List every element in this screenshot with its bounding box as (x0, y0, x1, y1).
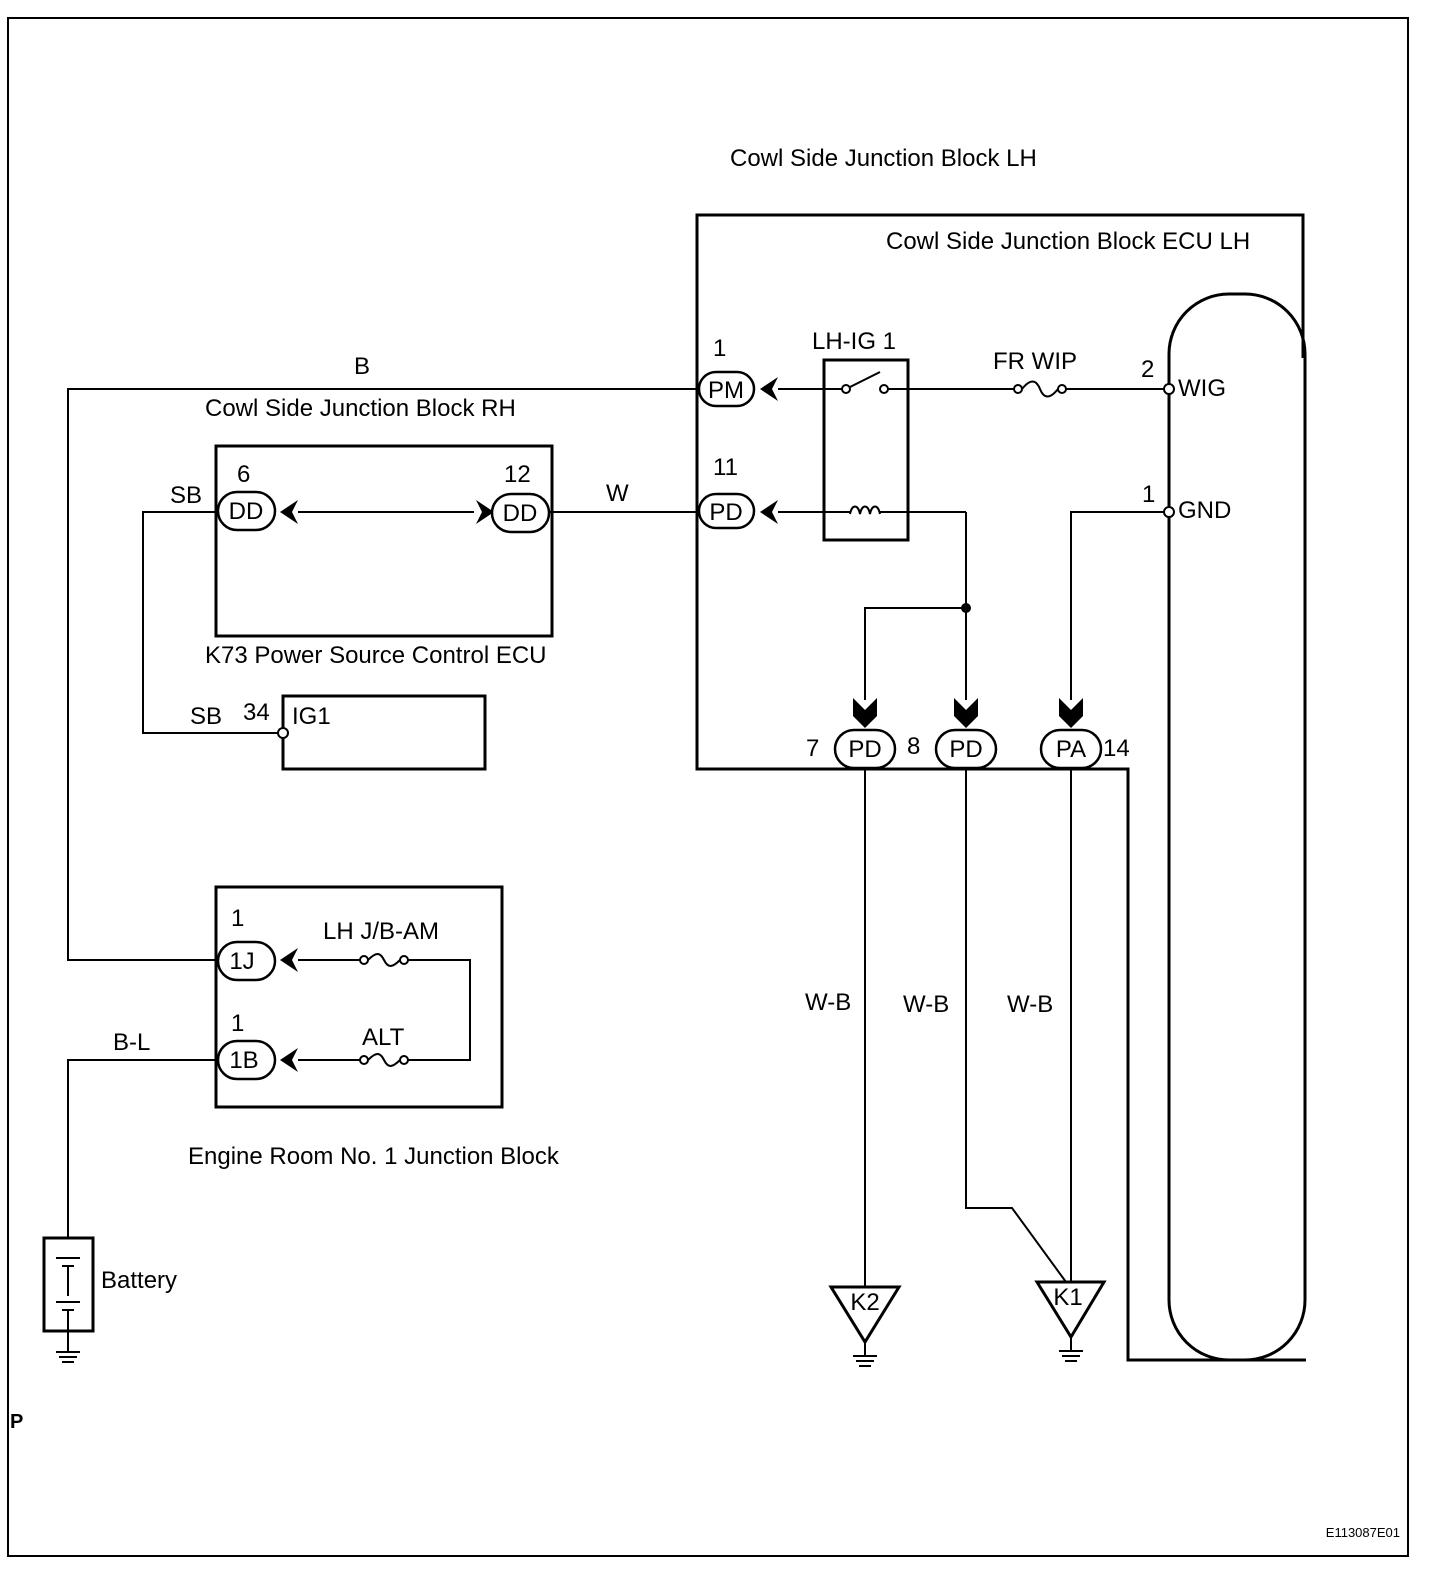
wire-sb-top-label: SB (170, 482, 202, 509)
ground-k1-label: K1 (1053, 1284, 1082, 1311)
corner-mark: P (10, 1411, 23, 1433)
figure-code: E113087E01 (1326, 1525, 1400, 1540)
wb2-label: W-B (903, 991, 949, 1018)
engine-room-box (214, 885, 504, 1109)
cowl-lh-box (695, 213, 1306, 1362)
j1-name: 1J (229, 948, 254, 975)
pa14-pin: 14 (1103, 735, 1130, 762)
fuse-alt-label: ALT (362, 1024, 405, 1051)
gnd-label: GND (1178, 497, 1231, 524)
ground-k2-label: K2 (850, 1289, 879, 1316)
dd12-pin: 12 (504, 461, 531, 488)
b1-name: 1B (229, 1047, 258, 1074)
pd8-name: PD (949, 736, 982, 763)
dd6-pin: 6 (237, 461, 250, 488)
ground-k2-triangle (828, 1285, 902, 1345)
cowl-lh-title: Cowl Side Junction Block LH (730, 145, 1037, 172)
dd6-name: DD (229, 498, 264, 525)
cowl-rh-label: Cowl Side Junction Block RH (205, 395, 516, 422)
relay-box (822, 358, 910, 542)
relay-label: LH-IG 1 (812, 328, 896, 355)
fuse-alt (367, 1053, 401, 1067)
gnd-terminal (1163, 506, 1175, 518)
fuse-frwip-label: FR WIP (993, 348, 1077, 375)
wb3-label: W-B (1007, 991, 1053, 1018)
engine-room-label: Engine Room No. 1 Junction Block (188, 1143, 560, 1170)
j1-pin: 1 (231, 905, 244, 932)
pm-name: PM (708, 377, 744, 404)
ig1-label: IG1 (292, 703, 331, 730)
gnd-pin: 1 (1142, 481, 1155, 508)
dd12-name: DD (503, 500, 538, 527)
wire-b-label: B (354, 353, 370, 380)
fuse-lhjb (367, 953, 401, 967)
pd7-pin: 7 (806, 735, 819, 762)
wire-bl-label: B-L (113, 1029, 150, 1056)
j1-connector (216, 940, 277, 982)
pm-pin: 1 (713, 335, 726, 362)
fuse-lhjb-label: LH J/B-AM (323, 918, 439, 945)
wire-w-label: W (606, 480, 629, 507)
pa14-name: PA (1056, 736, 1086, 763)
cowl-lh-ecu-label: Cowl Side Junction Block ECU LH (886, 228, 1250, 255)
relay-coil (849, 505, 881, 515)
wb1-label: W-B (805, 989, 851, 1016)
ig1-terminal (277, 727, 289, 739)
wig-pin: 2 (1141, 356, 1154, 383)
wig-terminal (1163, 383, 1175, 395)
fuse-frwip (1021, 380, 1059, 398)
k73-box (214, 444, 554, 638)
wire-sb-bottom-label: SB (190, 703, 222, 730)
pd11-pin: 11 (713, 454, 738, 481)
outer-frame (7, 17, 1409, 1557)
ecu-lh-unit (1167, 292, 1307, 1362)
pd11-name: PD (709, 499, 742, 526)
b1-pin: 1 (231, 1010, 244, 1037)
ig1-pin: 34 (243, 699, 270, 726)
wig-label: WIG (1178, 375, 1226, 402)
pd7-name: PD (848, 736, 881, 763)
k73-label: K73 Power Source Control ECU (205, 642, 546, 669)
ground-k1-triangle (1034, 1280, 1107, 1340)
battery-label: Battery (101, 1267, 177, 1294)
pd8-pin: 8 (907, 733, 920, 760)
